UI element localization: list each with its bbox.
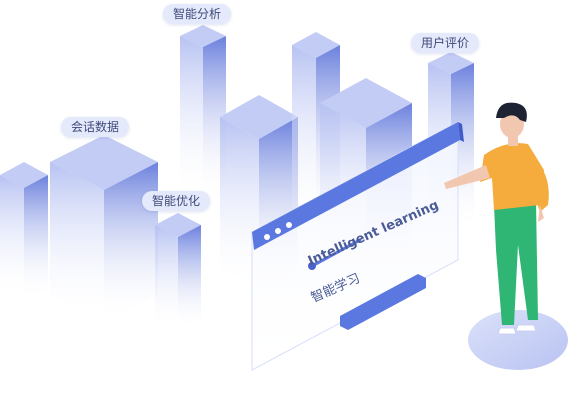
window-button bbox=[340, 274, 426, 330]
block-smart-optimization bbox=[155, 213, 201, 330]
tag-user-review: 用户评价 bbox=[411, 33, 480, 53]
tag-smart-analysis: 智能分析 bbox=[163, 4, 232, 24]
progress-knob bbox=[308, 262, 316, 270]
browser-window bbox=[251, 121, 464, 371]
window-dot-icon bbox=[286, 222, 292, 228]
block-smart-analysis bbox=[180, 25, 226, 200]
progress-line bbox=[310, 238, 362, 268]
window-dot-icon bbox=[264, 234, 270, 240]
block-left bbox=[0, 162, 48, 300]
window-dot-icon bbox=[275, 228, 281, 234]
window-title-bar bbox=[252, 122, 460, 250]
tag-session-data: 会话数据 bbox=[61, 117, 130, 137]
platform bbox=[468, 310, 568, 370]
block-session-data bbox=[50, 135, 158, 320]
person-figure bbox=[444, 102, 549, 335]
tag-smart-optimization: 智能优化 bbox=[142, 191, 211, 211]
